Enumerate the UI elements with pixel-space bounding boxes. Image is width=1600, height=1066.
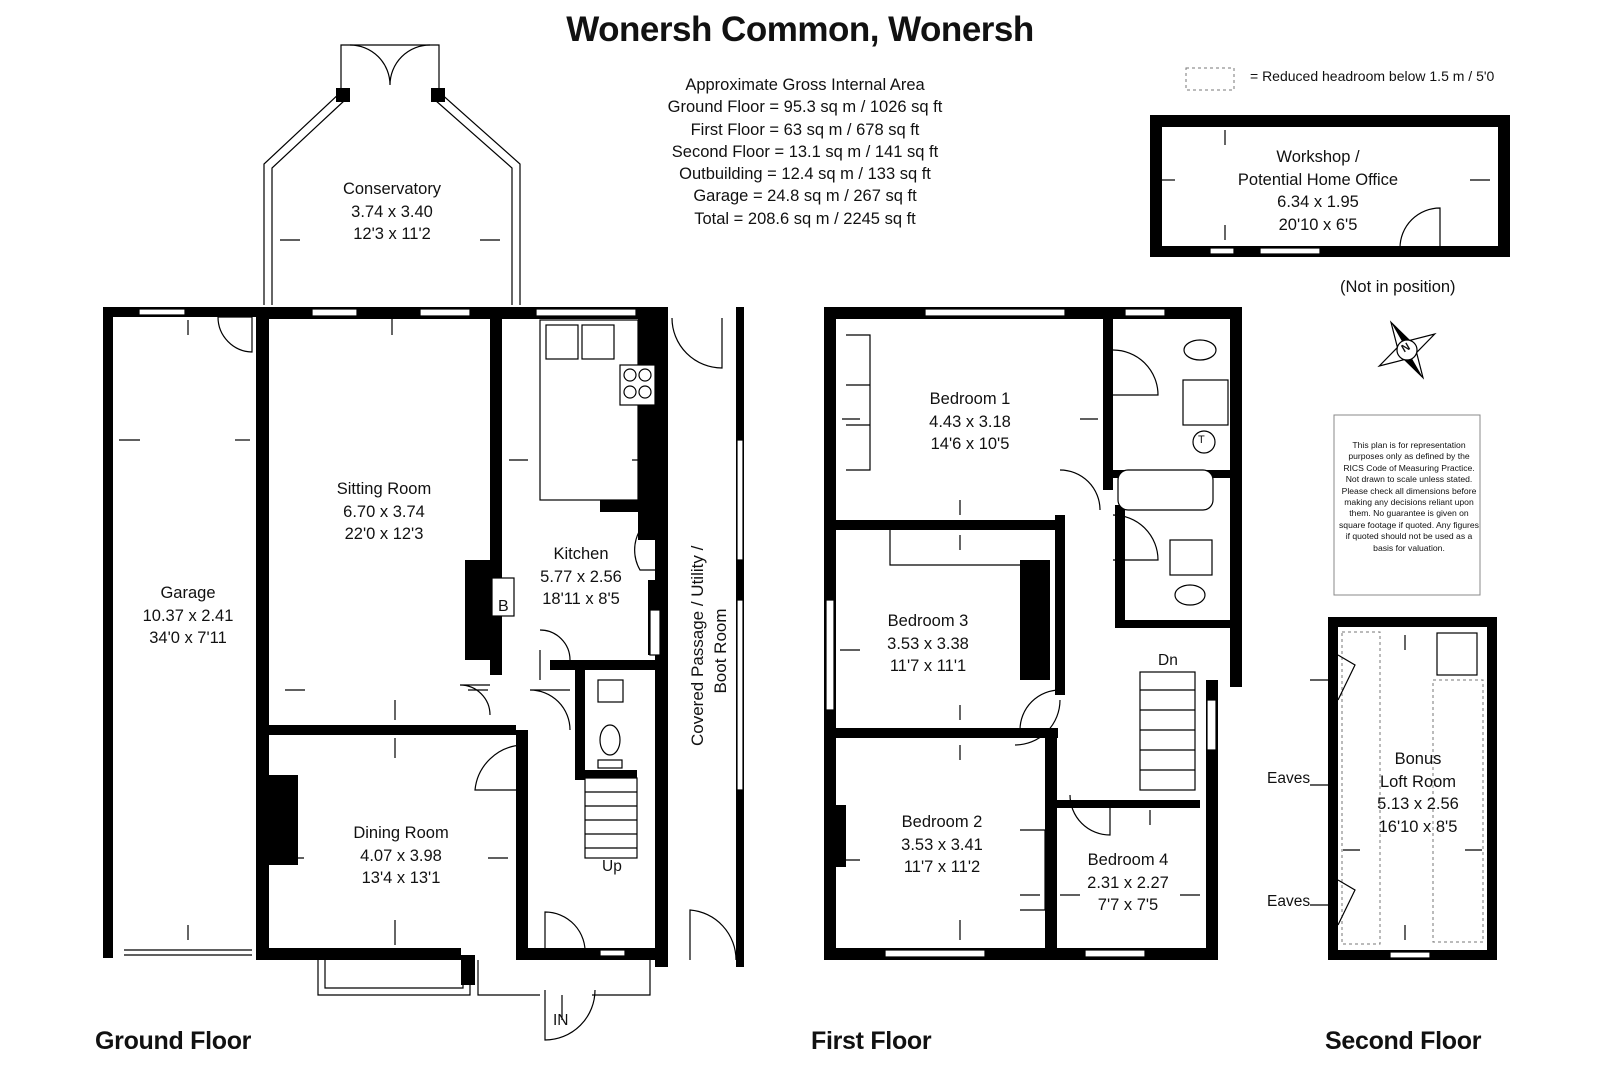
area-line: Outbuilding = 12.4 sq m / 133 sq ft [679,165,931,184]
area-line: Second Floor = 13.1 sq m / 141 sq ft [671,142,939,161]
bath [1117,469,1214,511]
garage-window [138,308,186,316]
house-wall-left [256,307,269,959]
boiler-cupboard [491,577,515,617]
floor-label-first: First Floor [811,1027,932,1055]
conservatory-structure [263,44,521,305]
room-label-dining-room: Dining Room 4.07 x 3.98 13'4 x 13'1 [353,824,449,887]
second-floor-plan [1328,617,1497,960]
legend-text: = Reduced headroom below 1.5 m / 5'0 [1250,68,1495,84]
kitchen-sink [545,324,579,360]
wall-bed1-bed3 [830,520,1055,530]
floor-label-ground: Ground Floor [95,1027,252,1055]
area-summary: Approximate Gross Internal Area Ground F… [640,74,970,230]
workshop-plan [1150,115,1510,257]
front-door [544,911,586,956]
wc-toilet [599,724,621,756]
ground-stairs [584,777,638,859]
room-label-kitchen: Kitchen 5.77 x 2.56 18'11 x 8'5 [540,545,622,608]
entrance-label: IN [553,1012,569,1029]
compass-icon [1377,320,1437,380]
area-heading: Approximate Gross Internal Area [685,76,925,94]
ff-wall-front [824,948,1218,960]
room-label-bedroom-3: Bedroom 3 3.53 x 3.38 11'7 x 11'1 [887,612,969,675]
stairs-up-label: Up [602,858,622,875]
ensuite-toilet [1183,339,1217,361]
boiler-marker: B [498,598,509,615]
area-line: Ground Floor = 95.3 sq m / 1026 sq ft [667,98,943,117]
floor-label-second: Second Floor [1325,1027,1482,1055]
wall-sitting-dining [264,725,516,735]
legend-dashed-box [1185,67,1235,91]
room-label-workshop: Workshop / Potential Home Office 6.34 x … [1237,148,1399,234]
shower [1169,539,1213,576]
wall-dining-hall [516,730,528,960]
disclaimer-text: This plan is for representation purposes… [1339,440,1479,553]
room-label-sitting-room: Sitting Room 6.70 x 3.74 22'0 x 12'3 [336,480,432,543]
room-label-conservatory: Conservatory 3.74 x 3.40 12'3 x 11'2 [342,180,442,243]
house-wall-front [256,948,461,960]
eaves-label: Eaves [1267,893,1311,910]
disclaimer-box [1333,414,1481,596]
room-label-bedroom-2: Bedroom 2 3.53 x 3.41 11'7 x 11'2 [901,813,983,876]
room-label-bedroom-4: Bedroom 4 2.31 x 2.27 7'7 x 7'5 [1087,851,1169,914]
area-line: Total = 208.6 sq m / 2245 sq ft [694,209,916,228]
ground-floor-plan [103,44,744,1041]
first-floor-stairs [1139,671,1196,791]
dining-fireplace [268,775,298,865]
chimney-breast [465,560,491,660]
eaves-label: Eaves [1267,770,1311,787]
not-in-position-note: (Not in position) [1340,278,1456,296]
room-label-bonus-loft: Bonus Loft Room 5.13 x 2.56 16'10 x 8'5 [1377,750,1459,836]
room-label-bedroom-1: Bedroom 1 4.43 x 3.18 14'6 x 10'5 [929,390,1011,453]
garage-side-door [217,316,253,353]
tank-marker: T [1198,434,1205,446]
stairs-down-label: Dn [1158,652,1178,669]
dimension-arrows [119,130,1490,1020]
page-title: Wonersh Common, Wonersh [566,10,1034,49]
room-label-covered-passage: Covered Passage / Utility / Boot Room [688,545,730,746]
first-floor-plan [824,307,1242,960]
garage-wall-left [103,307,113,958]
wall-bed3-bed2 [830,728,1058,738]
wall-sitting-kitchen [490,307,502,675]
bay-window [317,960,471,996]
water-tank [1192,430,1216,454]
room-label-garage: Garage 10.37 x 2.41 34'0 x 7'11 [142,584,234,647]
area-line: First Floor = 63 sq m / 678 sq ft [690,120,920,139]
ff-wall-right [1230,307,1242,687]
ensuite-basin [1182,379,1229,426]
wc-basin [597,679,624,703]
area-line: Garage = 24.8 sq m / 267 sq ft [693,187,917,206]
